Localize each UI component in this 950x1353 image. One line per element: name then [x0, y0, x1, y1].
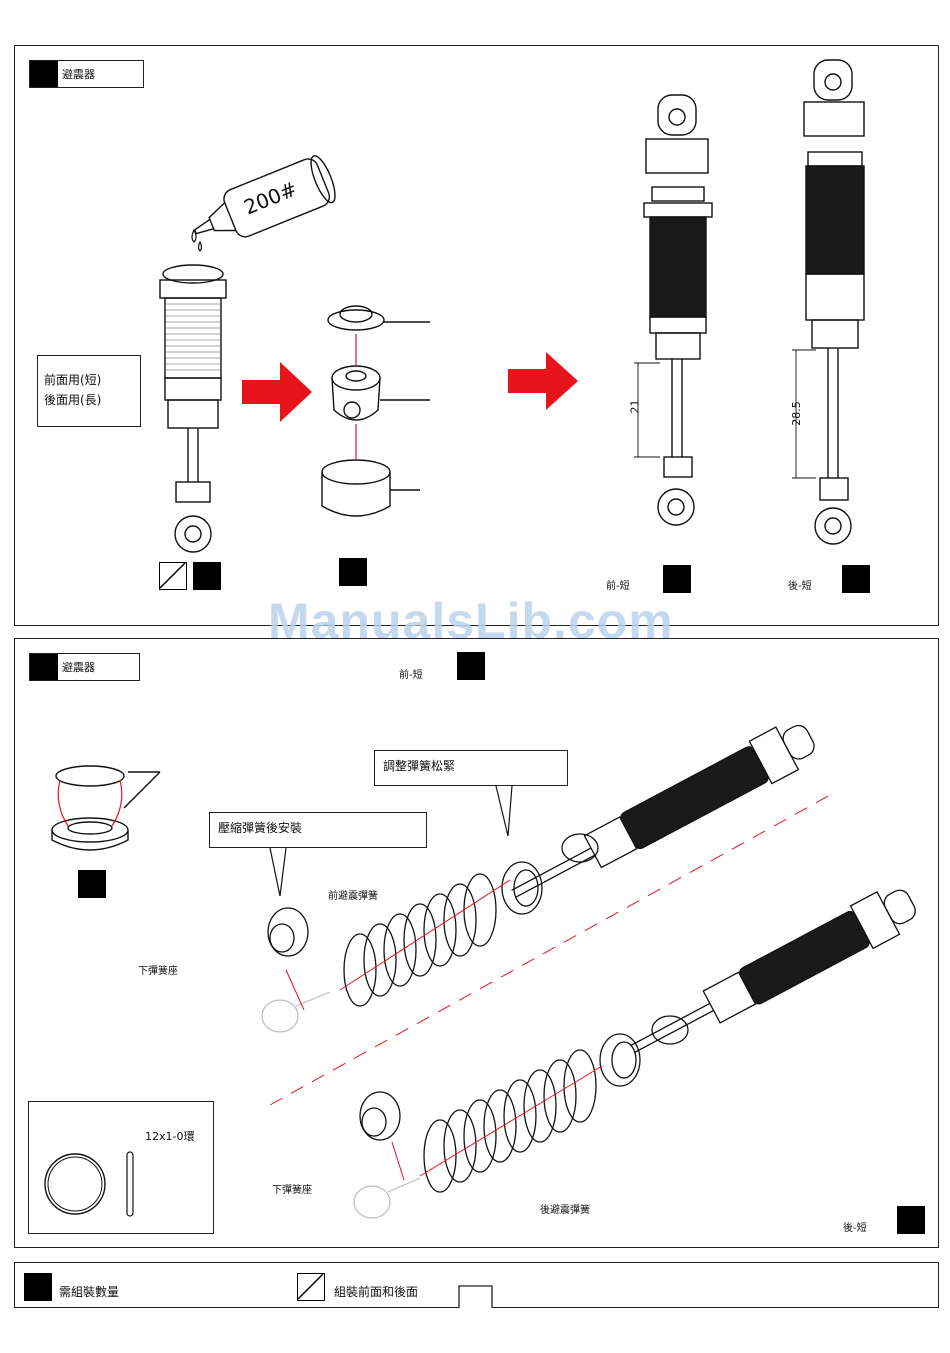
quantity-marker-oring [78, 870, 106, 898]
oring-icon [43, 1152, 163, 1222]
callout-line-rear: 後面用(長) [44, 390, 134, 410]
quantity-legend-label: 需組裝數量 [59, 1283, 119, 1300]
rear-shock-exploded-illustration [280, 880, 900, 1230]
front-rear-legend-icon [297, 1273, 325, 1301]
bottom-section-tag-label: 避震器 [62, 659, 95, 675]
bottom-section-tag: 避震器 [29, 653, 140, 681]
quantity-legend-icon [24, 1273, 52, 1301]
lower-seat-label-1: 下彈簧座 [138, 962, 178, 977]
page-tab-notch [459, 1286, 495, 1310]
top-section-tag-label: 避震器 [62, 66, 95, 82]
tag-square [30, 654, 58, 680]
quantity-marker-rear [842, 565, 870, 593]
front-rear-legend-label: 組裝前面和後面 [334, 1283, 418, 1300]
quantity-marker-front [663, 565, 691, 593]
rear-dimension: 28.5 [790, 401, 803, 426]
quantity-marker-2 [339, 558, 367, 586]
front-rear-marker [159, 562, 187, 590]
quantity-marker-header [457, 652, 485, 680]
oring-legend-box: 12x1-0環 [28, 1101, 214, 1234]
bottom-footer-label: 後-短 [843, 1219, 867, 1234]
front-rear-callout: 前面用(短) 後面用(長) [37, 355, 141, 427]
front-label: 前-短 [606, 577, 630, 592]
rear-shock-illustration [790, 60, 890, 555]
front-dimension: 21 [629, 400, 642, 414]
quantity-marker-footer [897, 1206, 925, 1234]
shock-body-illustration [150, 262, 240, 557]
front-shock-illustration [630, 95, 730, 535]
quantity-marker-1 [193, 562, 221, 590]
rear-spring-label: 後避震彈簧 [540, 1201, 590, 1216]
callout-line-front: 前面用(短) [44, 370, 134, 390]
oring-size-label: 12x1-0環 [145, 1128, 194, 1144]
top-section-tag: 避震器 [29, 60, 144, 88]
lower-seat-label-2: 下彈簧座 [272, 1181, 312, 1196]
shock-cap-parts-illustration [318, 300, 438, 525]
rear-label: 後-短 [788, 577, 812, 592]
bottom-header-label: 前-短 [399, 666, 423, 681]
oring-detail-illustration [48, 760, 168, 860]
arrow-icon [242, 362, 314, 422]
tag-square [30, 61, 58, 87]
arrow-icon [508, 352, 580, 410]
